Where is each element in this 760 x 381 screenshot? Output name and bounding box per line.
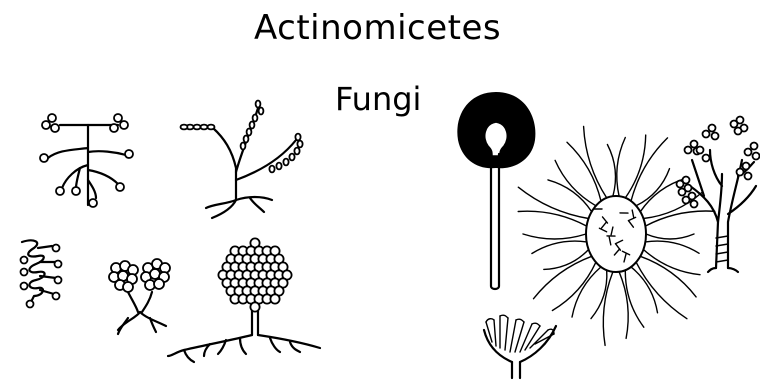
actinomycete-branched-sporophore <box>40 114 133 207</box>
actinomycete-twin-clusters <box>109 259 170 334</box>
fungus-fan-structure <box>484 315 556 378</box>
actinomycete-spore-chains <box>181 101 303 219</box>
actinomycete-coiled-chain <box>21 240 62 307</box>
fungus-branched-conidiophore <box>677 117 760 273</box>
fungus-hairy-cleistothecium <box>518 127 715 346</box>
actinomycete-spore-head <box>168 238 320 362</box>
